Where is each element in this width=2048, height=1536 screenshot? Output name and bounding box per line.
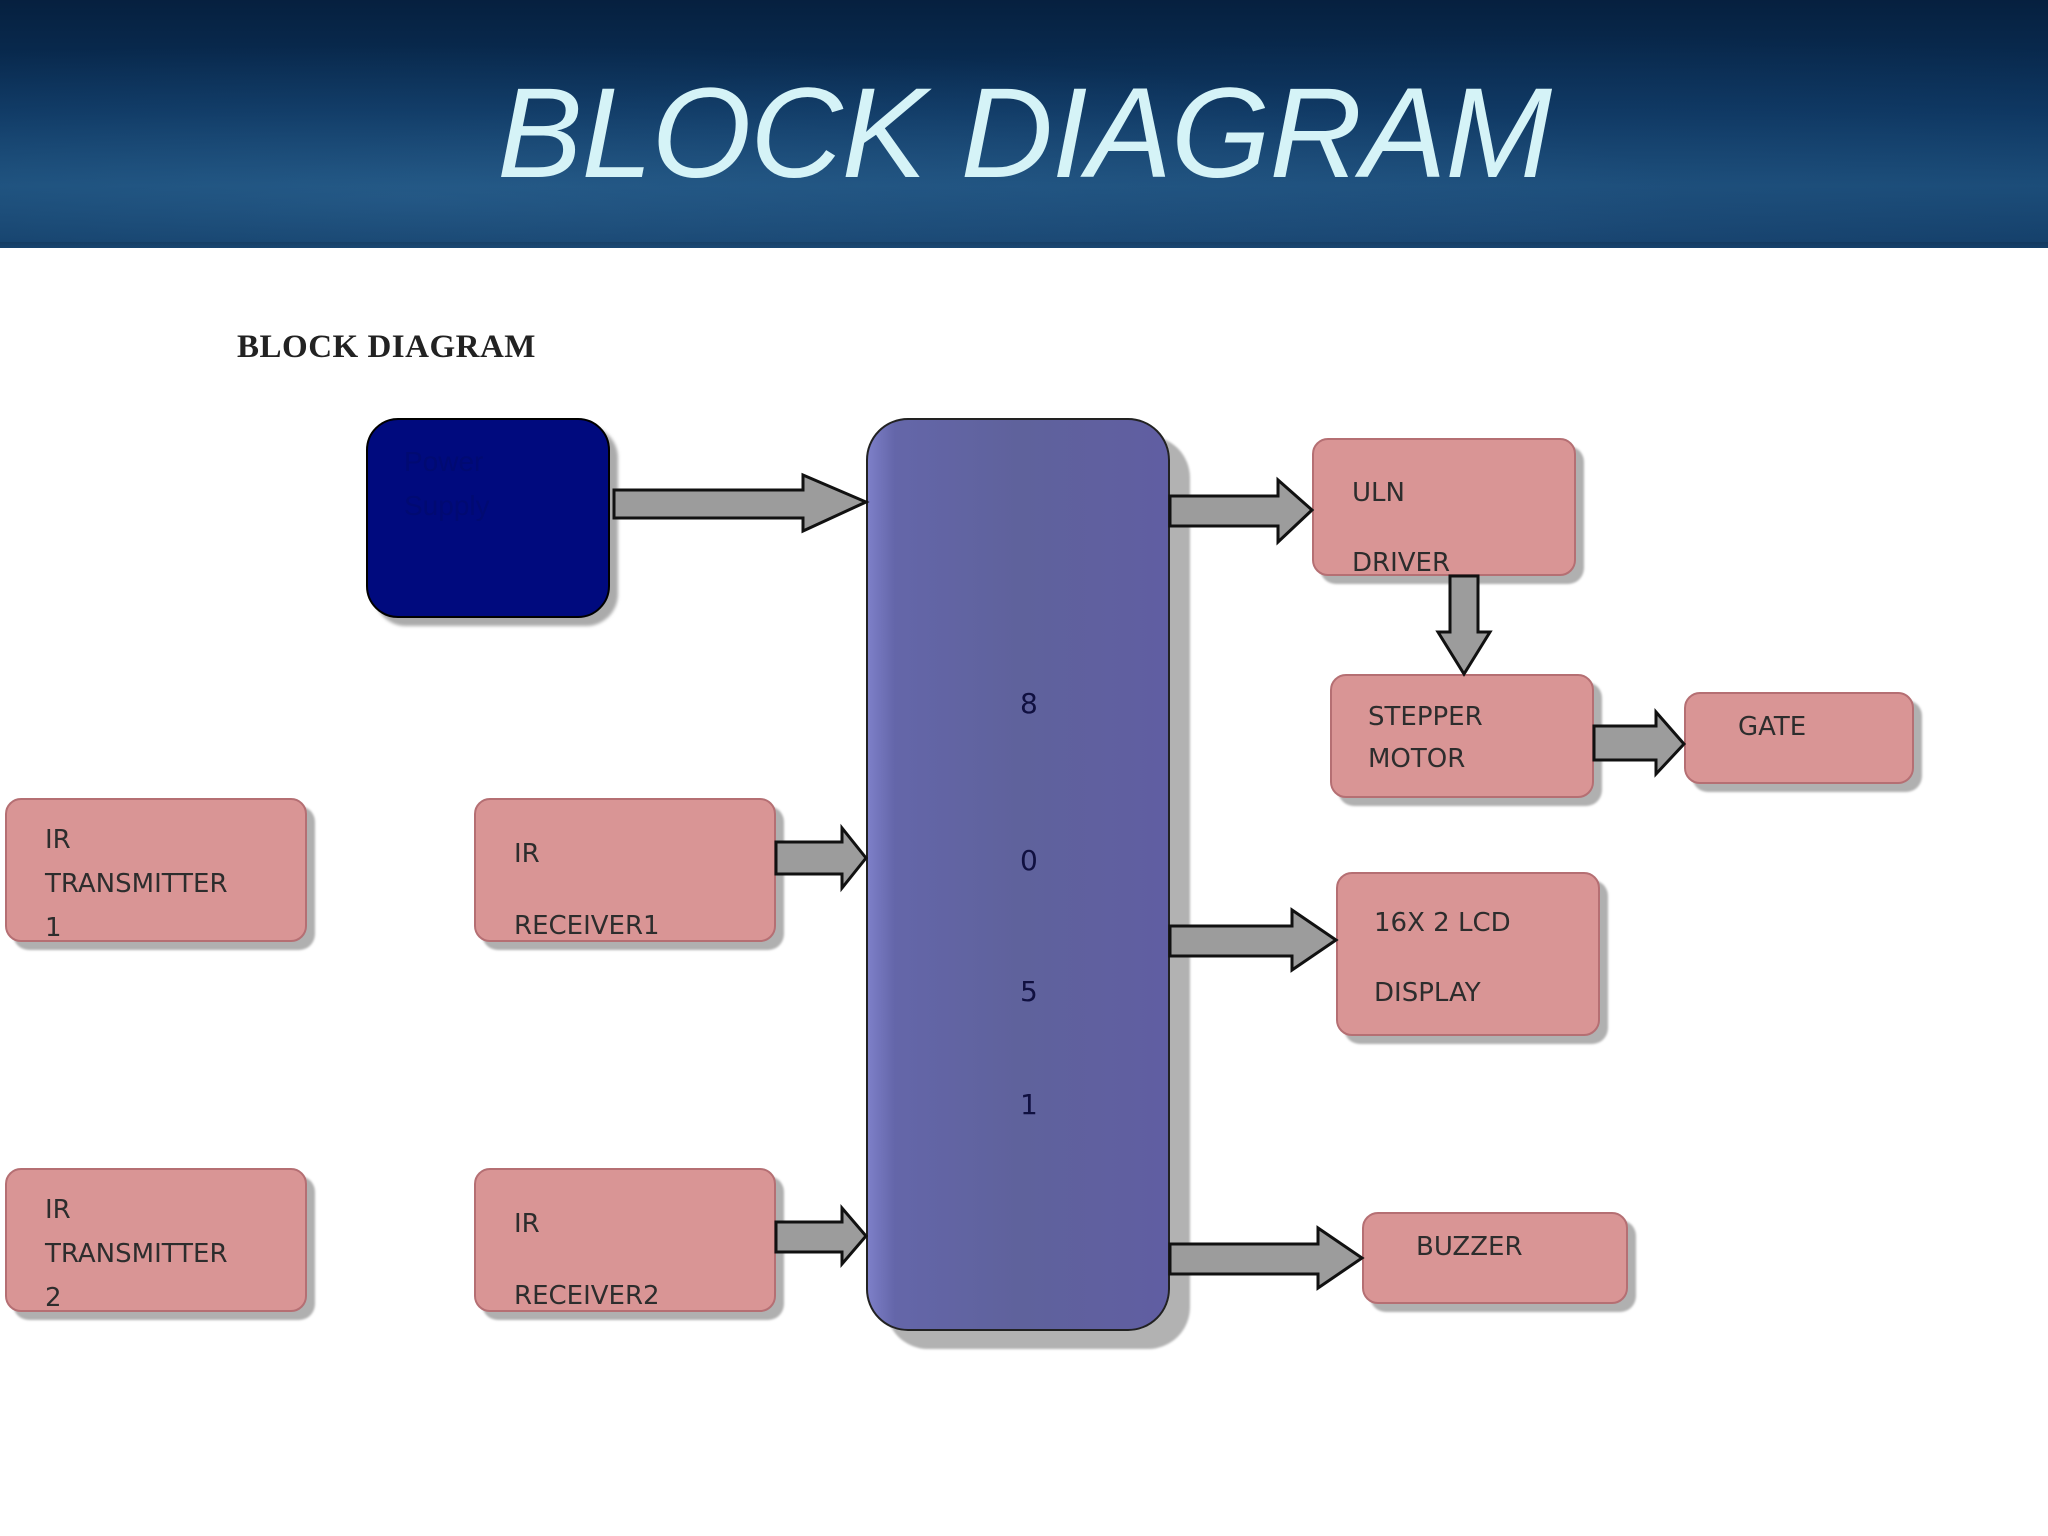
arrow-receiver2-to-mcu xyxy=(774,1203,868,1269)
ir-transmitter-1-block: IR TRANSMITTER 1 xyxy=(5,798,307,943)
power-supply-label: Power Supply xyxy=(404,446,490,521)
ir-transmitter-1-label: IR TRANSMITTER 1 xyxy=(45,825,228,943)
stepper-motor-block: STEPPER MOTOR xyxy=(1330,674,1594,798)
buzzer-block: BUZZER xyxy=(1362,1212,1628,1304)
arrow-mcu-to-buzzer xyxy=(1168,1225,1365,1291)
title-bar: BLOCK DIAGRAM xyxy=(0,0,2048,248)
slide-title: BLOCK DIAGRAM xyxy=(497,62,1552,205)
ir-receiver-1-block: IR RECEIVER1 xyxy=(474,798,776,942)
arrow-mcu-to-uln xyxy=(1168,476,1315,546)
microcontroller-8051-block xyxy=(866,418,1170,1331)
arrow-receiver1-to-mcu xyxy=(774,823,868,893)
mcu-label-digit-1: 1 xyxy=(1020,1088,1038,1121)
mcu-label-digit-8: 8 xyxy=(1020,687,1038,720)
lcd-display-block: 16X 2 LCD DISPLAY xyxy=(1336,872,1600,1036)
uln-driver-label: ULN DRIVER xyxy=(1352,478,1451,578)
uln-driver-block: ULN DRIVER xyxy=(1312,438,1576,578)
arrow-uln-to-stepper xyxy=(1435,574,1493,677)
diagram-heading: BLOCK DIAGRAM xyxy=(237,329,536,365)
mcu-label-digit-5: 5 xyxy=(1020,975,1038,1008)
gate-label: GATE xyxy=(1738,712,1807,742)
buzzer-label: BUZZER xyxy=(1416,1232,1523,1262)
gate-block: GATE xyxy=(1684,692,1914,784)
arrow-mcu-to-lcd xyxy=(1168,907,1339,973)
arrow-power-to-mcu xyxy=(612,472,870,534)
lcd-display-label: 16X 2 LCD DISPLAY xyxy=(1374,908,1511,1008)
mcu-label-digit-0: 0 xyxy=(1020,844,1038,877)
power-supply-block: Power Supply xyxy=(366,418,610,618)
stepper-motor-label: STEPPER MOTOR xyxy=(1368,702,1483,774)
arrow-stepper-to-gate xyxy=(1592,708,1687,778)
ir-transmitter-2-block: IR TRANSMITTER 2 xyxy=(5,1168,307,1313)
ir-receiver-2-label: IR RECEIVER2 xyxy=(514,1209,660,1311)
ir-transmitter-2-label: IR TRANSMITTER 2 xyxy=(45,1195,228,1313)
ir-receiver-1-label: IR RECEIVER1 xyxy=(514,839,660,941)
ir-receiver-2-block: IR RECEIVER2 xyxy=(474,1168,776,1312)
